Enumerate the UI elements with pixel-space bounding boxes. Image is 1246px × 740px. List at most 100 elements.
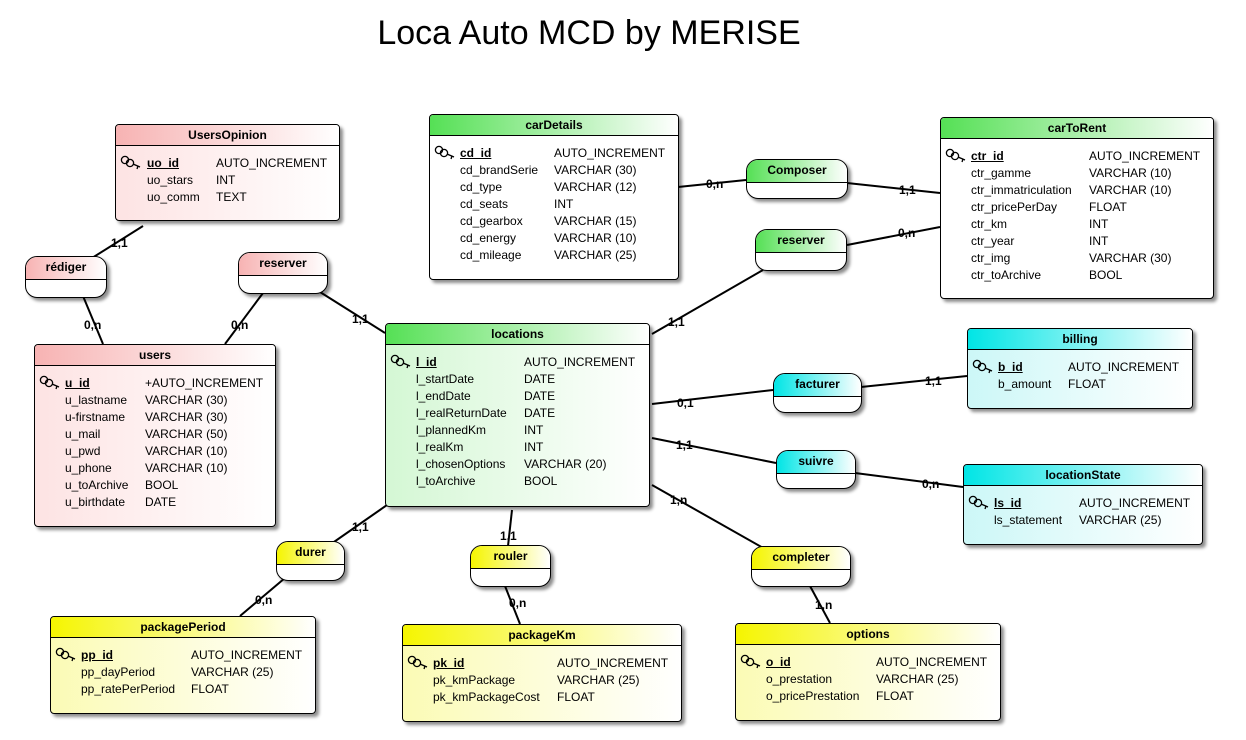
field-type: VARCHAR (10) bbox=[554, 231, 637, 245]
entity-title: billing bbox=[968, 329, 1192, 350]
link-reserver-locations bbox=[319, 291, 386, 334]
cardinality-label: 1,1 bbox=[352, 520, 369, 534]
assoc-reserver-car[interactable]: reserver bbox=[755, 229, 847, 271]
assoc-durer[interactable]: durer bbox=[276, 541, 345, 581]
field-name: ctr_year bbox=[971, 234, 1015, 248]
field-type: VARCHAR (10) bbox=[1089, 183, 1172, 197]
field-type: AUTO_INCREMENT bbox=[216, 156, 328, 170]
field-name: b_amount bbox=[998, 377, 1052, 391]
field-type: AUTO_INCREMENT bbox=[1068, 360, 1180, 374]
primary-key-icon bbox=[407, 654, 429, 673]
entity-title: packagePeriod bbox=[51, 617, 315, 638]
assoc-title: reserver bbox=[239, 253, 327, 276]
assoc-title: suivre bbox=[777, 451, 855, 474]
field-name: l_toArchive bbox=[416, 474, 476, 488]
assoc-completer[interactable]: completer bbox=[751, 546, 851, 587]
field-name: u_phone bbox=[65, 461, 112, 475]
field-type: BOOL bbox=[524, 474, 558, 488]
field-name: cd_type bbox=[460, 180, 503, 194]
link-reserver-locations-right bbox=[651, 269, 764, 335]
entity-title: users bbox=[35, 345, 275, 366]
field-type: DATE bbox=[524, 406, 556, 420]
assoc-facturer[interactable]: facturer bbox=[773, 373, 862, 413]
link-suivre-locationstate bbox=[854, 472, 964, 488]
field-type: INT bbox=[1089, 234, 1109, 248]
field-type: FLOAT bbox=[191, 682, 229, 696]
assoc-title: durer bbox=[277, 542, 344, 565]
assoc-rouler[interactable]: rouler bbox=[470, 545, 551, 587]
field-name: u_id bbox=[65, 376, 90, 390]
field-type: BOOL bbox=[1089, 268, 1123, 282]
field-type: AUTO_INCREMENT bbox=[1079, 496, 1191, 510]
link-rediger-users bbox=[82, 295, 104, 345]
field-name: l_plannedKm bbox=[416, 423, 487, 437]
assoc-title: rédiger bbox=[26, 257, 106, 280]
entity-title: locations bbox=[386, 324, 649, 345]
field-name: ls_statement bbox=[994, 513, 1063, 527]
field-name: pp_id bbox=[81, 648, 113, 662]
field-type: VARCHAR (25) bbox=[876, 672, 959, 686]
field-name: u_pwd bbox=[65, 444, 101, 458]
cardinality-label: 1,1 bbox=[676, 438, 693, 452]
field-type: VARCHAR (50) bbox=[145, 427, 228, 441]
assoc-rediger[interactable]: rédiger bbox=[25, 256, 107, 298]
field-type: TEXT bbox=[216, 190, 247, 204]
primary-key-icon bbox=[740, 653, 762, 672]
assoc-suivre[interactable]: suivre bbox=[776, 450, 856, 489]
link-locations-facturer bbox=[651, 389, 774, 405]
field-name: o_id bbox=[766, 655, 791, 669]
assoc-composer[interactable]: Composer bbox=[746, 159, 848, 199]
field-type: AUTO_INCREMENT bbox=[524, 355, 636, 369]
field-name: pk_id bbox=[433, 656, 465, 670]
primary-key-icon bbox=[945, 147, 967, 166]
field-type: INT bbox=[216, 173, 236, 187]
field-type: VARCHAR (30) bbox=[145, 410, 228, 424]
cardinality-label: 0,n bbox=[898, 226, 916, 240]
link-cardetails-composer bbox=[677, 179, 747, 188]
field-name: cd_brandSerie bbox=[460, 163, 539, 177]
field-type: VARCHAR (25) bbox=[554, 248, 637, 262]
link-reserver-users bbox=[224, 292, 264, 345]
link-locations-suivre bbox=[651, 437, 777, 464]
assoc-reserver-users[interactable]: reserver bbox=[238, 252, 328, 294]
cardinality-label: 1,1 bbox=[500, 529, 517, 543]
field-type: VARCHAR (25) bbox=[191, 665, 274, 679]
field-type: VARCHAR (30) bbox=[554, 163, 637, 177]
field-name: u_lastname bbox=[65, 393, 128, 407]
field-name: cd_seats bbox=[460, 197, 509, 211]
cardinality-label: 0,n bbox=[231, 318, 249, 332]
field-type: AUTO_INCREMENT bbox=[554, 146, 666, 160]
field-name: l_endDate bbox=[416, 389, 471, 403]
field-type: VARCHAR (20) bbox=[524, 457, 607, 471]
entity-title: carToRent bbox=[941, 118, 1213, 139]
